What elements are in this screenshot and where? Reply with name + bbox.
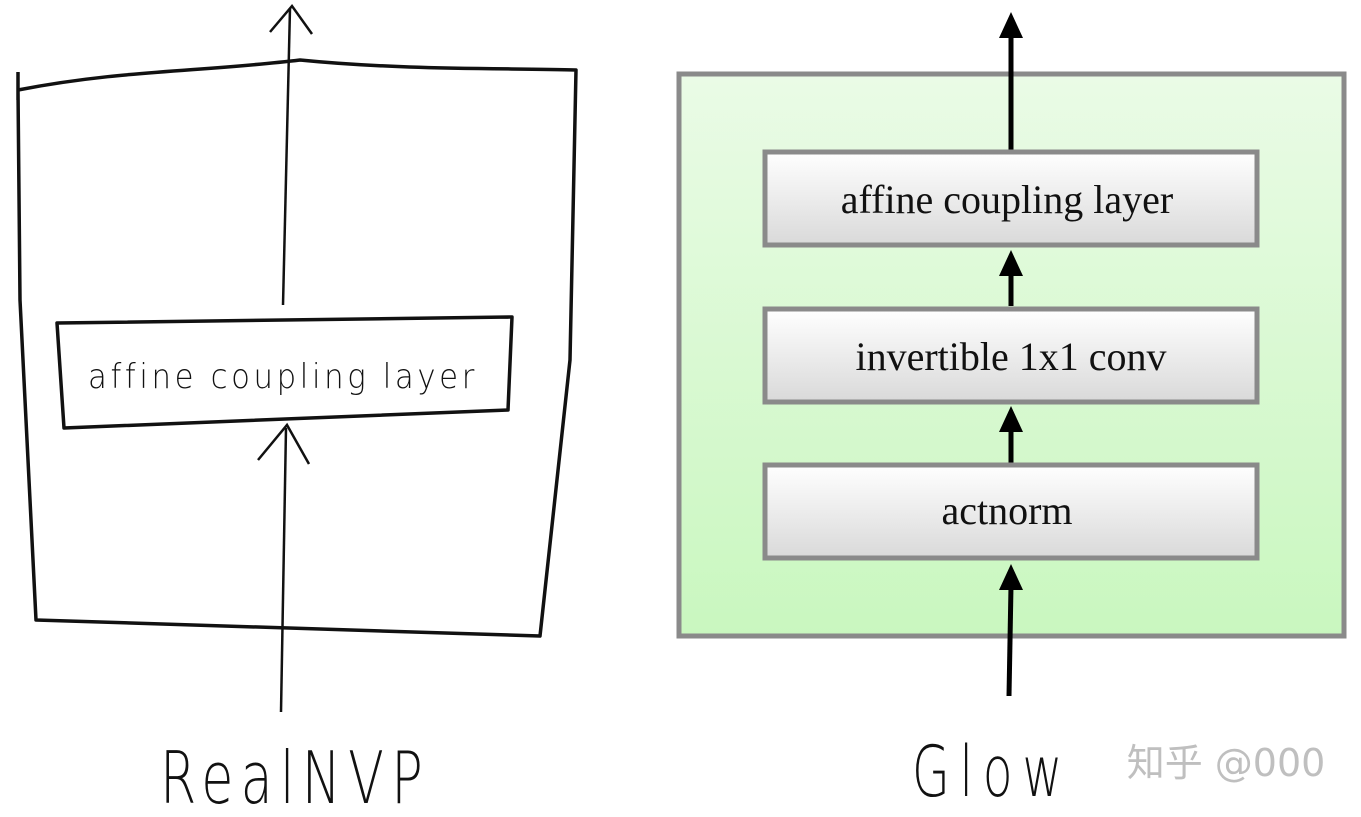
realnvp-caption: RealNVP	[160, 736, 430, 817]
glow-layer-invertible-conv-label: invertible 1x1 conv	[855, 334, 1166, 379]
glow-diagram: affine coupling layer invertible 1x1 con…	[676, 12, 1347, 813]
glow-arrowhead-actnorm-to-conv	[999, 406, 1023, 432]
glow-layer-actnorm-label: actnorm	[941, 488, 1072, 533]
glow-input-arrow	[1006, 585, 1014, 697]
realnvp-coupling-box	[55, 315, 514, 430]
realnvp-input-arrow	[279, 427, 288, 713]
realnvp-diagram: affine coupling layer RealNVP	[16, 3, 578, 817]
glow-caption: Glow	[912, 731, 1072, 813]
glow-output-arrowhead	[999, 12, 1023, 38]
realnvp-output-arrowhead	[269, 3, 314, 35]
glow-layer-actnorm	[762, 462, 1260, 561]
glow-layer-invertible-conv	[762, 306, 1260, 405]
realnvp-input-arrowhead	[257, 422, 311, 465]
glow-layer-affine-coupling	[762, 149, 1260, 248]
realnvp-coupling-label: affine coupling layer	[88, 357, 478, 397]
glow-layer-affine-coupling-label: affine coupling layer	[841, 177, 1173, 222]
realnvp-outer-box	[16, 58, 578, 638]
watermark-text: 知乎 @000	[1127, 741, 1326, 785]
glow-input-arrowhead	[999, 564, 1023, 590]
glow-arrowhead-conv-to-coupling	[999, 250, 1023, 276]
realnvp-output-arrow	[281, 7, 292, 306]
